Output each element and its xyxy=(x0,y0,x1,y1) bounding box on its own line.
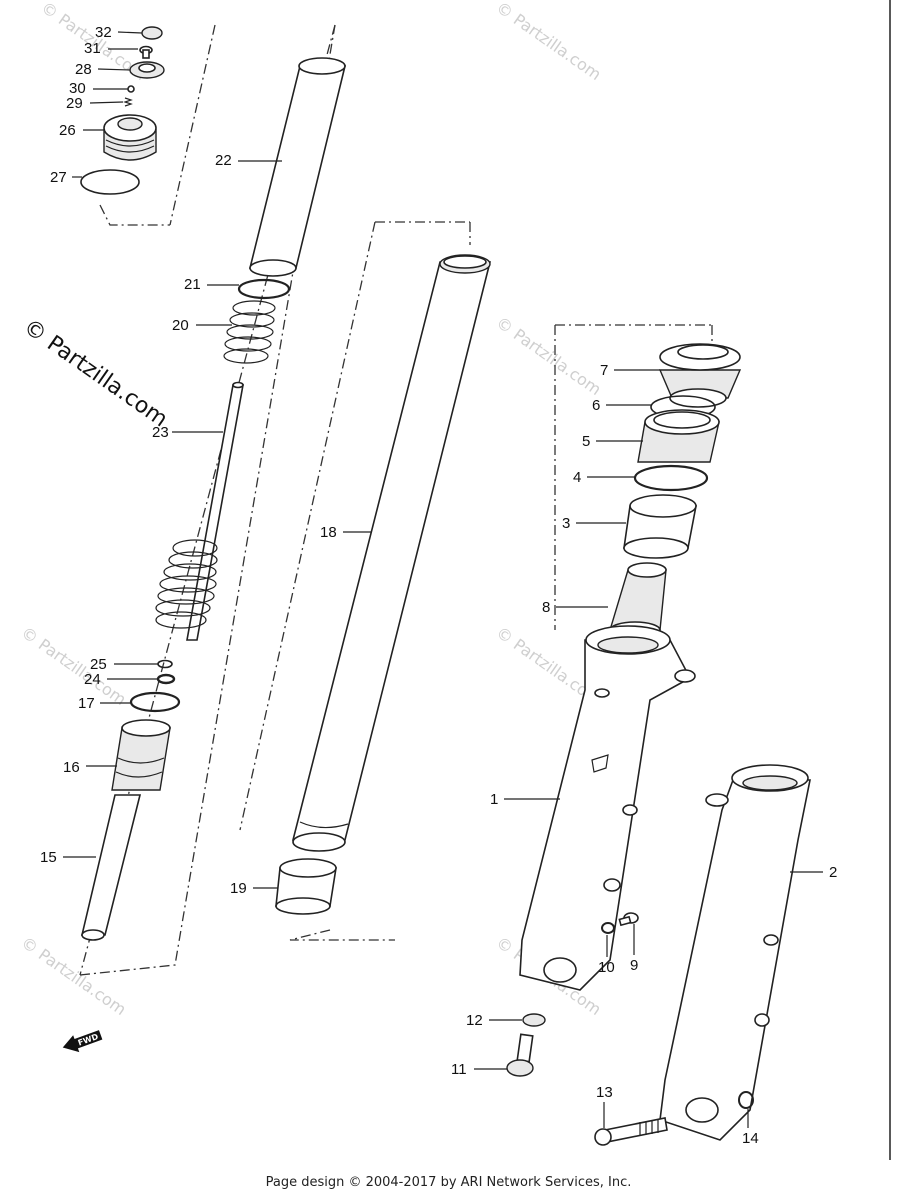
callout-24: 24 xyxy=(84,671,101,688)
part-21-ring[interactable] xyxy=(237,278,291,300)
callout-27: 27 xyxy=(50,169,67,186)
part-3-bushing[interactable] xyxy=(623,494,697,559)
part-26-cap-bolt[interactable] xyxy=(103,114,157,161)
part-29-spring[interactable] xyxy=(123,97,133,107)
part-31-screw[interactable] xyxy=(139,45,153,59)
part-11-drain-bolt[interactable] xyxy=(506,1033,534,1077)
callout-32: 32 xyxy=(95,24,112,41)
callout-8: 8 xyxy=(542,599,550,616)
callout-4: 4 xyxy=(573,469,581,486)
callout-22: 22 xyxy=(215,152,232,169)
part-28-adjuster[interactable] xyxy=(129,61,165,79)
callout-19: 19 xyxy=(230,880,247,897)
callout-29: 29 xyxy=(66,95,83,112)
callout-30: 30 xyxy=(69,80,86,97)
part-10-washer[interactable] xyxy=(601,922,615,934)
watermark-small: © Partzilla.com xyxy=(18,933,130,1019)
part-12-gasket[interactable] xyxy=(522,1013,546,1027)
callout-1: 1 xyxy=(490,791,498,808)
callout-11: 11 xyxy=(451,1061,467,1078)
fwd-label: FWD xyxy=(77,1032,100,1048)
callouts: 32 31 28 30 29 26 27 22 21 20 23 18 25 2… xyxy=(40,24,837,1147)
part-13-axle-pinch-bolt[interactable] xyxy=(594,1117,668,1146)
part-7-dust-seal[interactable] xyxy=(658,343,742,408)
callout-21: 21 xyxy=(184,276,201,293)
callout-15: 15 xyxy=(40,849,57,866)
part-9-bolt[interactable] xyxy=(618,912,639,927)
callout-9: 9 xyxy=(630,957,638,974)
part-5-oil-seal[interactable] xyxy=(637,409,720,463)
callout-12: 12 xyxy=(466,1012,483,1029)
callout-13: 13 xyxy=(596,1084,613,1101)
callout-23: 23 xyxy=(152,424,169,441)
right-dashed-outline xyxy=(554,324,713,630)
callout-31: 31 xyxy=(84,40,101,57)
callout-2: 2 xyxy=(829,864,837,881)
part-17-ring[interactable] xyxy=(129,691,181,713)
part-19-bushing[interactable] xyxy=(275,858,337,915)
part-30-ball[interactable] xyxy=(127,85,135,93)
fwd-arrow-icon: FWD xyxy=(62,1030,103,1053)
callout-25: 25 xyxy=(90,656,107,673)
callout-3: 3 xyxy=(562,515,570,532)
callout-17: 17 xyxy=(78,695,95,712)
part-27-o-ring[interactable] xyxy=(80,169,140,195)
callout-5: 5 xyxy=(582,433,590,450)
watermark-main: © Partzilla.com xyxy=(19,314,172,432)
callout-7: 7 xyxy=(600,362,608,379)
part-4-washer[interactable] xyxy=(633,464,709,492)
part-1-outer-tube-right[interactable] xyxy=(519,625,696,991)
part-2-outer-tube-left[interactable] xyxy=(659,764,811,1141)
watermark-small: © Partzilla.com xyxy=(493,0,605,84)
part-24-washer[interactable] xyxy=(156,673,176,685)
middle-dashed-outline xyxy=(239,221,471,941)
part-15-damper-tube[interactable] xyxy=(80,794,142,941)
part-20-spring[interactable] xyxy=(223,300,276,364)
callout-6: 6 xyxy=(592,397,600,414)
footer-copyright: Page design © 2004-2017 by ARI Network S… xyxy=(265,1175,632,1190)
callout-26: 26 xyxy=(59,122,76,139)
part-25-washer[interactable] xyxy=(157,659,173,669)
callout-16: 16 xyxy=(63,759,80,776)
watermark-small: © Partzilla.com xyxy=(493,313,605,399)
watermark-small: © Partzilla.com xyxy=(18,623,130,709)
callout-10: 10 xyxy=(598,959,615,976)
part-14-washer[interactable] xyxy=(738,1091,754,1109)
callout-20: 20 xyxy=(172,317,189,334)
part-22-spacer-tube[interactable] xyxy=(248,57,347,277)
callout-18: 18 xyxy=(320,524,337,541)
part-16-rod-seat[interactable] xyxy=(111,719,171,791)
callout-14: 14 xyxy=(742,1130,759,1147)
callout-28: 28 xyxy=(75,61,92,78)
part-23-damper-rod[interactable] xyxy=(155,381,244,641)
part-18-inner-tube[interactable] xyxy=(291,254,492,852)
part-32-cap[interactable] xyxy=(141,26,163,40)
